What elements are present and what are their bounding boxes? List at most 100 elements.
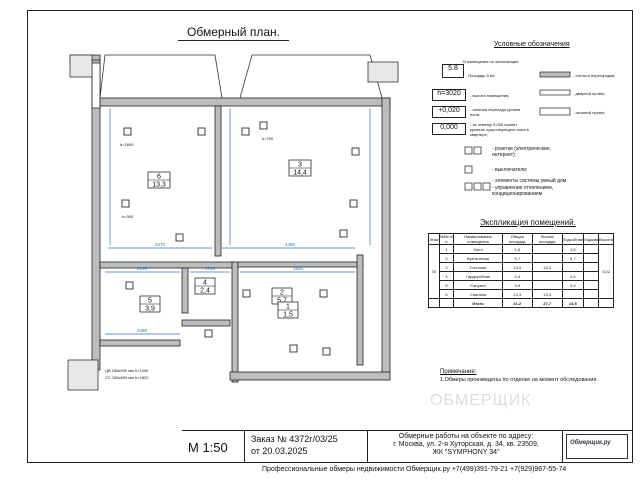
column-header: Этаж	[428, 233, 440, 245]
wall-segment	[356, 254, 364, 366]
total-label: Итого	[453, 298, 503, 308]
height-cell: 3,02	[598, 244, 614, 299]
smart-home-symbol	[482, 182, 491, 191]
wall-segment	[229, 371, 391, 381]
explication-table: Этаж №№ п/п Наименование помещения Общая…	[428, 233, 614, 308]
socket-icon	[204, 329, 213, 338]
table-cell	[531, 280, 563, 290]
socket-icon	[123, 127, 132, 136]
room-number: 1	[286, 304, 290, 311]
socket-icon	[319, 289, 328, 298]
socket-icon	[197, 127, 206, 136]
table-cell	[531, 253, 563, 263]
total-cell: 27,7	[531, 298, 563, 308]
table-cell	[583, 244, 600, 254]
table-cell: 13,3	[501, 289, 533, 299]
address-line: г. Москва, ул. 2-я Хуторская, д. 34, кв.…	[393, 441, 539, 448]
address-block: Обмерные работы на объекте по адресу: г.…	[373, 433, 559, 457]
title-underline	[178, 40, 289, 41]
table-cell: 2	[438, 253, 455, 263]
table-cell: Холл	[453, 244, 503, 254]
pipe-note: ЦВ 155х900 мм h=1000	[105, 368, 149, 373]
socket-icon	[322, 347, 331, 356]
wall-symbol	[539, 71, 571, 78]
wall-segment	[381, 97, 391, 374]
socket-icon	[259, 121, 268, 130]
socket-icon	[289, 344, 298, 353]
table-cell: 1,5	[501, 244, 533, 254]
socket-symbol	[473, 146, 482, 155]
plan-title: Обмерный план.	[187, 25, 280, 39]
window-opening	[91, 62, 101, 109]
column-header: Высота	[598, 233, 614, 245]
legend-height-box: h=3020	[432, 89, 466, 101]
table-cell: 1	[438, 244, 455, 254]
table-cell: Спальня	[453, 289, 503, 299]
table-cell: 1,5	[561, 244, 585, 254]
column-header: Жилая площадь	[531, 233, 563, 245]
wall-segment	[181, 319, 231, 327]
address-line: ЖК "SYMPHONY 34"	[432, 449, 500, 456]
column-header: Наименование помещения	[453, 233, 503, 245]
table-cell: 3	[438, 262, 455, 272]
socket-icon	[175, 233, 184, 242]
bay-outline	[99, 54, 223, 99]
height-mark: h=1600	[120, 142, 134, 147]
total-cell: 41,2	[501, 298, 533, 308]
legend-area-text: Площадь 5 м2	[468, 73, 495, 78]
room-area: 13,3	[152, 182, 166, 189]
note-text: 1.Обмеры произведены по отделке на момен…	[440, 377, 597, 383]
dimension-text: 1920	[293, 266, 304, 271]
legend-smart-text: - элементы системы умный дом	[492, 178, 567, 184]
room-number: 2	[280, 290, 284, 297]
table-cell: Санузел	[453, 280, 503, 290]
table-cell: 5,7	[561, 253, 585, 263]
table-cell: 3,9	[561, 280, 585, 290]
door-symbol	[539, 89, 571, 96]
wall-segment	[214, 105, 222, 257]
table-cell: 4	[438, 271, 455, 281]
legend-sockets-text: - розетки (электрические, интернет);	[492, 146, 552, 158]
note-heading: Примечание:	[440, 369, 477, 375]
room-number: 3	[298, 162, 302, 169]
socket-icon	[121, 199, 130, 208]
legend-heating-text: - управление отоплением, кондиционирован…	[492, 185, 554, 197]
socket-icon	[241, 127, 250, 136]
balcony-slab	[69, 54, 93, 78]
balcony-slab	[367, 61, 399, 83]
wall-segment	[231, 261, 239, 383]
table-cell: 6	[438, 289, 455, 299]
table-row: 6 Спальня 13,3 13,3	[429, 289, 614, 299]
legend-level-text: - отметка перепада уровня пола;	[470, 107, 521, 117]
switch-symbol	[464, 165, 473, 174]
total-cell: 14,5	[561, 298, 585, 308]
dimension-text: 2480	[137, 328, 148, 333]
socket-icon	[339, 229, 348, 238]
dimension-text: 4490	[285, 242, 296, 247]
company-logo	[566, 434, 628, 459]
table-cell: Кухня-ниша	[453, 253, 503, 263]
table-row: 5 Санузел 3,9 3,9	[429, 280, 614, 290]
legend-zero-text: - за отметку 0,000 принят уровень сущест…	[470, 122, 529, 137]
table-cell: Гостиная	[453, 262, 503, 272]
drawing-frame	[27, 10, 633, 463]
table-cell	[561, 289, 585, 299]
dimension-text: 2470	[155, 242, 166, 247]
table-row: 35 1 Холл 1,5 1,5 3,02	[428, 244, 614, 299]
title-block	[182, 430, 633, 464]
legend-level-box: +0,020	[432, 106, 466, 118]
balcony-slab	[67, 359, 99, 391]
legend-room-note: N помещения по экспликации	[463, 59, 519, 64]
table-cell	[583, 271, 600, 281]
column-header: №№ п/п	[438, 233, 455, 245]
scale-label: М 1:50	[188, 440, 228, 455]
table-cell: 2,4	[561, 271, 585, 281]
room-number: 6	[157, 174, 161, 181]
room-area: 3,9	[145, 306, 155, 313]
bay-outline	[239, 54, 383, 99]
legend-switches-text: - выключатели;	[492, 167, 528, 173]
wall-segment	[181, 267, 189, 314]
socket-icon	[125, 281, 134, 290]
